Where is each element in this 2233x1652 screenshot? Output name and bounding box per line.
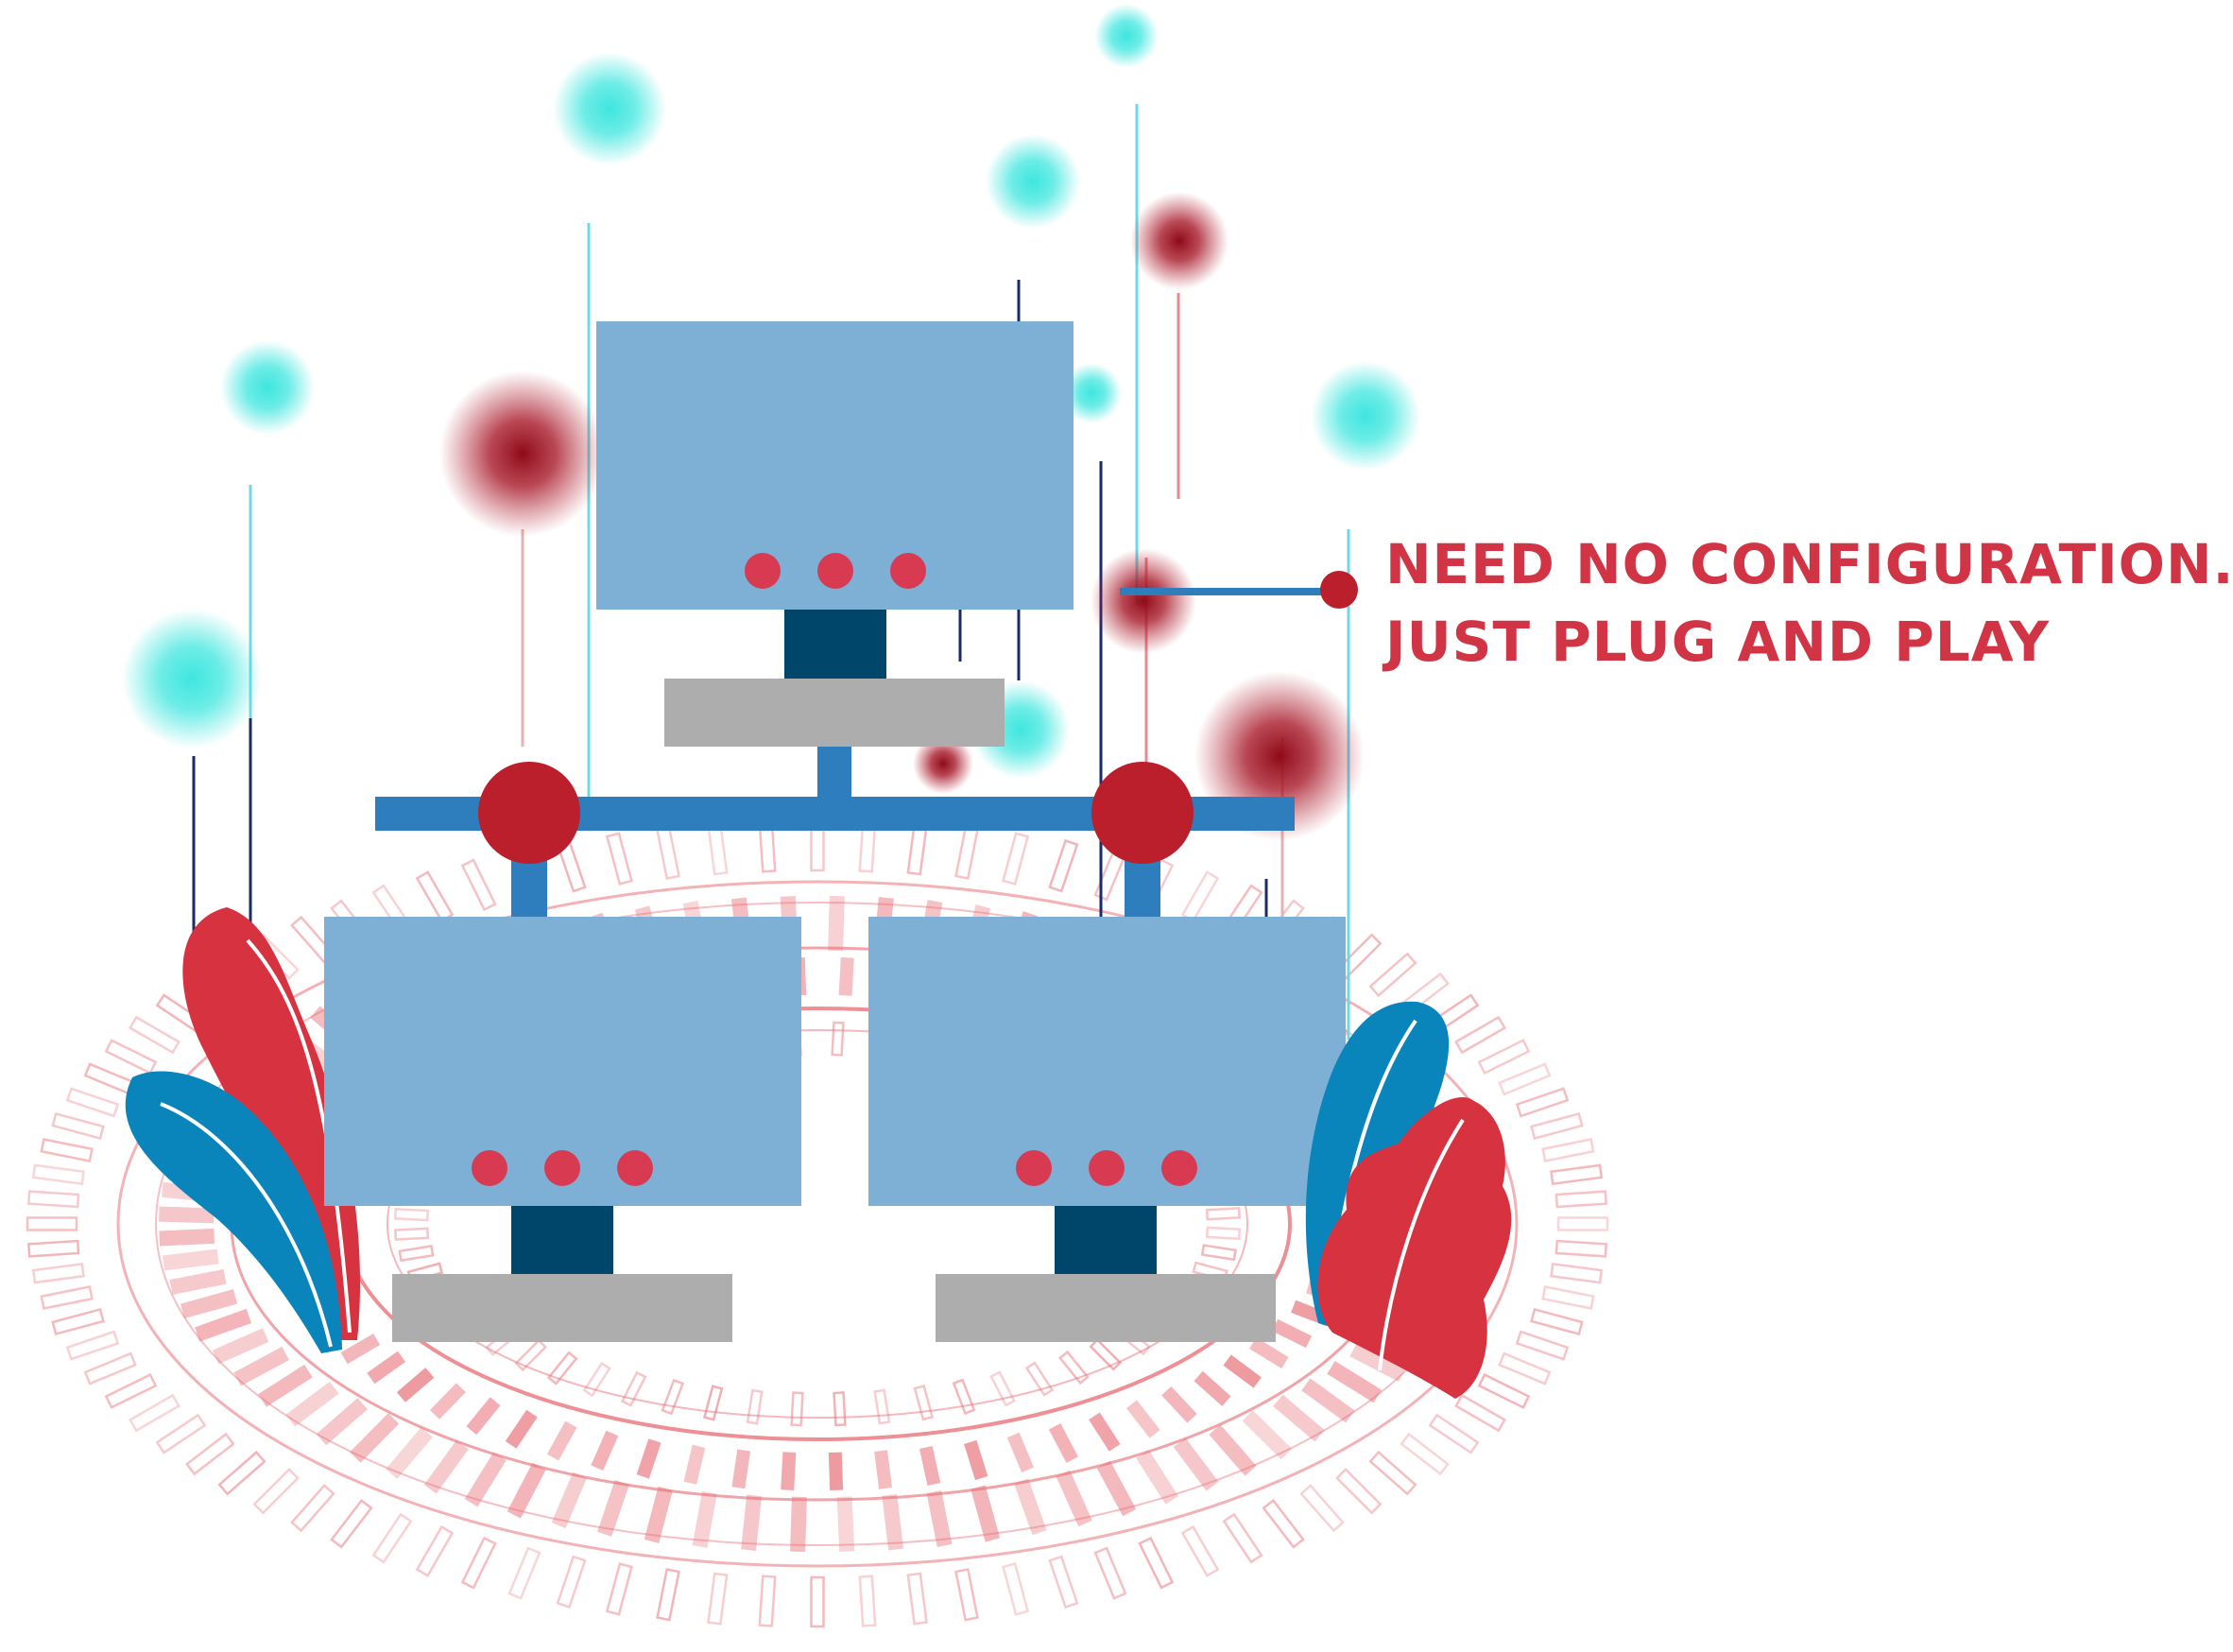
caption-line-2: JUST PLUG AND PLAY [1385,610,2051,674]
glow-orb-icon [1091,548,1196,654]
glow-orb-icon [1094,4,1159,68]
caption-connector-dot [1320,571,1358,609]
glow-orb-icon [220,340,315,435]
monitor-icon [596,321,1074,747]
glow-orb-icon [439,370,606,537]
glow-orb-icon [1311,361,1420,471]
glow-orb-icon [122,609,262,749]
glow-orb-icon [986,134,1080,229]
glow-orb-icon [553,52,666,165]
feature-caption: NEED NO CONFIGURATION. JUST PLUG AND PLA… [1385,525,2233,680]
leaf-icon [125,1071,342,1353]
network-node-icon [478,762,580,864]
glow-orb-icon [1061,363,1122,423]
leaf-icon [1317,1097,1512,1399]
caption-line-1: NEED NO CONFIGURATION. [1385,532,2233,596]
glow-orb-icon [1130,192,1228,290]
monitor-icon [868,917,1346,1342]
monitor-icon [324,917,801,1342]
network-node-icon [1091,762,1194,864]
glow-orb-icon [913,733,973,794]
